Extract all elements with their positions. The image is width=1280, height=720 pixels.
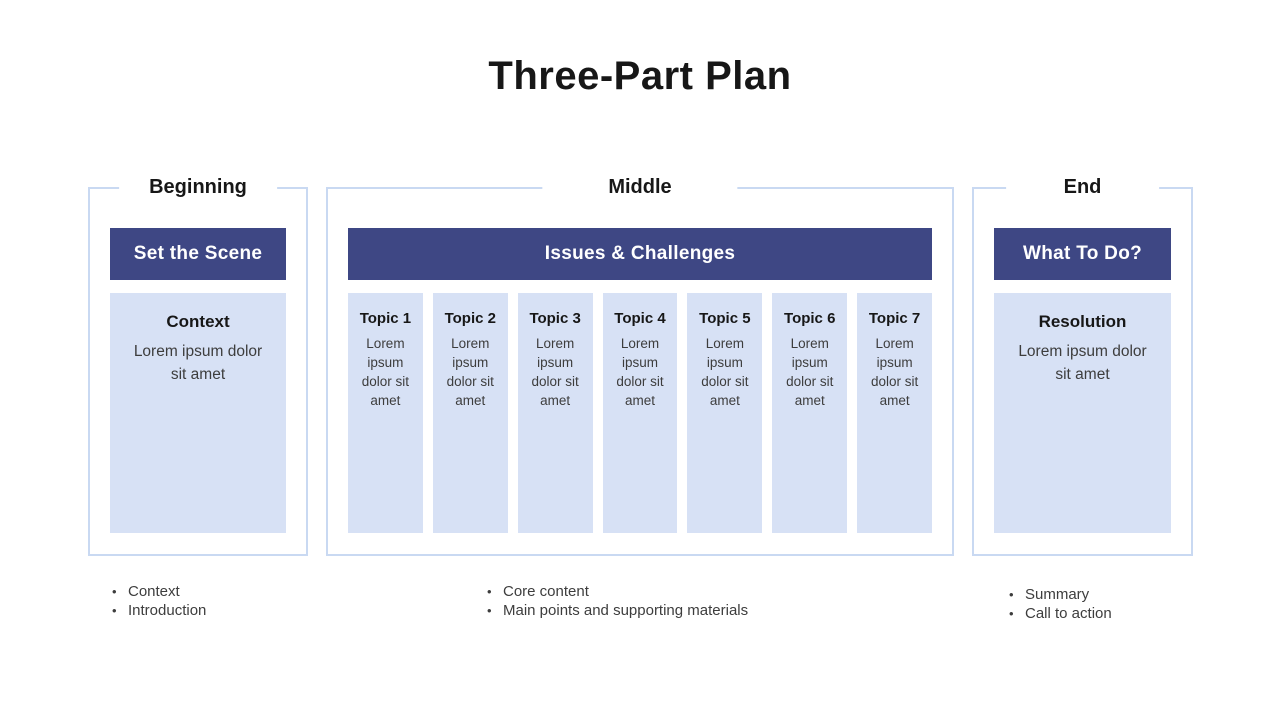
note-item: Call to action bbox=[1008, 604, 1112, 623]
card-topic-1: Topic 1 Lorem ipsum dolor sit amet bbox=[348, 293, 423, 533]
card-resolution: Resolution Lorem ipsum dolor sit amet bbox=[994, 293, 1171, 533]
section-middle-header-bar: Issues & Challenges bbox=[348, 228, 932, 280]
notes-beginning: Context Introduction bbox=[111, 582, 206, 620]
card-body: Lorem ipsum dolor sit amet bbox=[616, 336, 664, 408]
card-heading: Topic 6 bbox=[784, 310, 836, 327]
card-heading: Resolution bbox=[1038, 312, 1127, 331]
card-body: Lorem ipsum dolor sit amet bbox=[786, 336, 834, 408]
card-body: Lorem ipsum dolor sit amet bbox=[133, 343, 263, 383]
card-body: Lorem ipsum dolor sit amet bbox=[361, 336, 410, 408]
section-beginning-label: Beginning bbox=[119, 172, 277, 202]
card-body: Lorem ipsum dolor sit amet bbox=[870, 336, 919, 408]
section-middle-label: Middle bbox=[542, 172, 738, 202]
card-topic-7: Topic 7 Lorem ipsum dolor sit amet bbox=[857, 293, 933, 533]
card-heading: Topic 2 bbox=[444, 310, 496, 327]
card-topic-3: Topic 3 Lorem ipsum dolor sit amet bbox=[517, 293, 593, 533]
section-end: End What To Do? Resolution Lorem ipsum d… bbox=[972, 172, 1193, 556]
note-item: Introduction bbox=[111, 601, 206, 620]
note-item: Context bbox=[111, 582, 206, 601]
note-item: Core content bbox=[486, 582, 748, 601]
card-heading: Topic 3 bbox=[529, 310, 581, 327]
section-end-header-bar: What To Do? bbox=[994, 228, 1171, 280]
card-heading: Topic 7 bbox=[868, 310, 921, 327]
section-middle: Middle Issues & Challenges Topic 1 Lorem… bbox=[326, 172, 954, 556]
card-topic-5: Topic 5 Lorem ipsum dolor sit amet bbox=[687, 293, 763, 533]
card-heading: Topic 4 bbox=[614, 310, 666, 327]
section-middle-header-label: Issues & Challenges bbox=[544, 243, 736, 264]
section-beginning-cards: Context Lorem ipsum dolor sit amet bbox=[110, 293, 286, 533]
card-body: Lorem ipsum dolor sit amet bbox=[1018, 343, 1147, 383]
card-context: Context Lorem ipsum dolor sit amet bbox=[110, 293, 286, 533]
section-middle-cards: Topic 1 Lorem ipsum dolor sit amet Topic… bbox=[348, 293, 933, 533]
notes-end: Summary Call to action bbox=[1008, 585, 1112, 623]
notes-middle: Core content Main points and supporting … bbox=[486, 582, 748, 620]
card-heading: Topic 1 bbox=[359, 310, 412, 327]
page-title: Three-Part Plan bbox=[488, 54, 792, 98]
card-body: Lorem ipsum dolor sit amet bbox=[701, 336, 749, 408]
note-item: Main points and supporting materials bbox=[486, 601, 748, 620]
card-heading: Context bbox=[166, 312, 230, 331]
card-body: Lorem ipsum dolor sit amet bbox=[531, 336, 579, 408]
section-end-label: End bbox=[1005, 172, 1160, 202]
card-heading: Topic 5 bbox=[699, 310, 751, 327]
section-end-cards: Resolution Lorem ipsum dolor sit amet bbox=[994, 293, 1171, 533]
section-end-header-label: What To Do? bbox=[1022, 243, 1143, 264]
section-beginning: Beginning Set the Scene Context Lorem ip… bbox=[88, 172, 308, 556]
section-beginning-header-label: Set the Scene bbox=[133, 243, 263, 264]
card-topic-6: Topic 6 Lorem ipsum dolor sit amet bbox=[772, 293, 848, 533]
note-item: Summary bbox=[1008, 585, 1112, 604]
card-body: Lorem ipsum dolor sit amet bbox=[446, 336, 494, 408]
card-topic-2: Topic 2 Lorem ipsum dolor sit amet bbox=[432, 293, 508, 533]
section-beginning-header-bar: Set the Scene bbox=[110, 228, 286, 280]
card-topic-4: Topic 4 Lorem ipsum dolor sit amet bbox=[602, 293, 678, 533]
